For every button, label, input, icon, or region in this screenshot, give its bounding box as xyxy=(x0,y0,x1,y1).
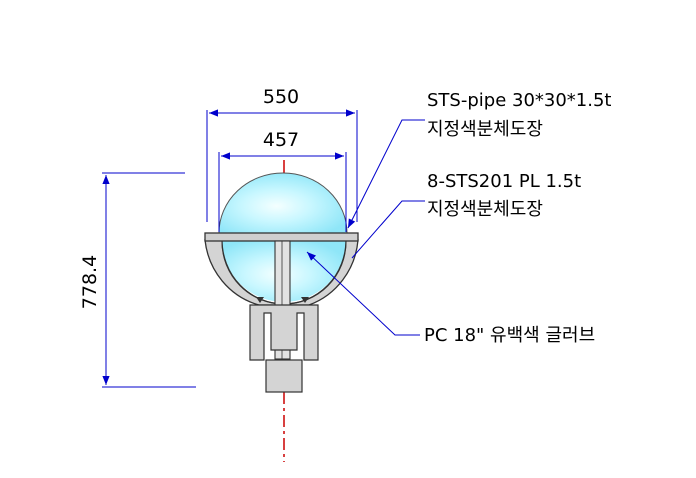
bolt-left xyxy=(256,297,264,303)
pole xyxy=(265,359,303,393)
dimension-globe-width-label: 457 xyxy=(263,129,299,151)
callout-plate-line2: 지정색분체도장 xyxy=(427,199,543,220)
callout-globe: PC 18" 유백색 글러브 xyxy=(424,325,595,346)
dimension-globe-width xyxy=(218,152,347,232)
leader-pipe xyxy=(347,119,425,229)
dimension-height-label: 778.4 xyxy=(79,255,101,309)
callout-pipe-line2: 지정색분체도장 xyxy=(427,119,543,140)
top-plate xyxy=(204,232,359,242)
neck-collar xyxy=(249,304,319,361)
dimension-height xyxy=(102,172,196,388)
dimension-outer-width xyxy=(206,109,358,222)
leader-globe xyxy=(306,251,420,336)
dimension-outer-width-label: 550 xyxy=(263,86,299,108)
callout-plate-line1: 8-STS201 PL 1.5t xyxy=(427,171,581,192)
globe xyxy=(218,172,348,234)
leader-plate xyxy=(351,200,425,259)
callout-pipe-line1: STS-pipe 30*30*1.5t xyxy=(427,90,611,111)
bolt-right xyxy=(301,297,309,303)
